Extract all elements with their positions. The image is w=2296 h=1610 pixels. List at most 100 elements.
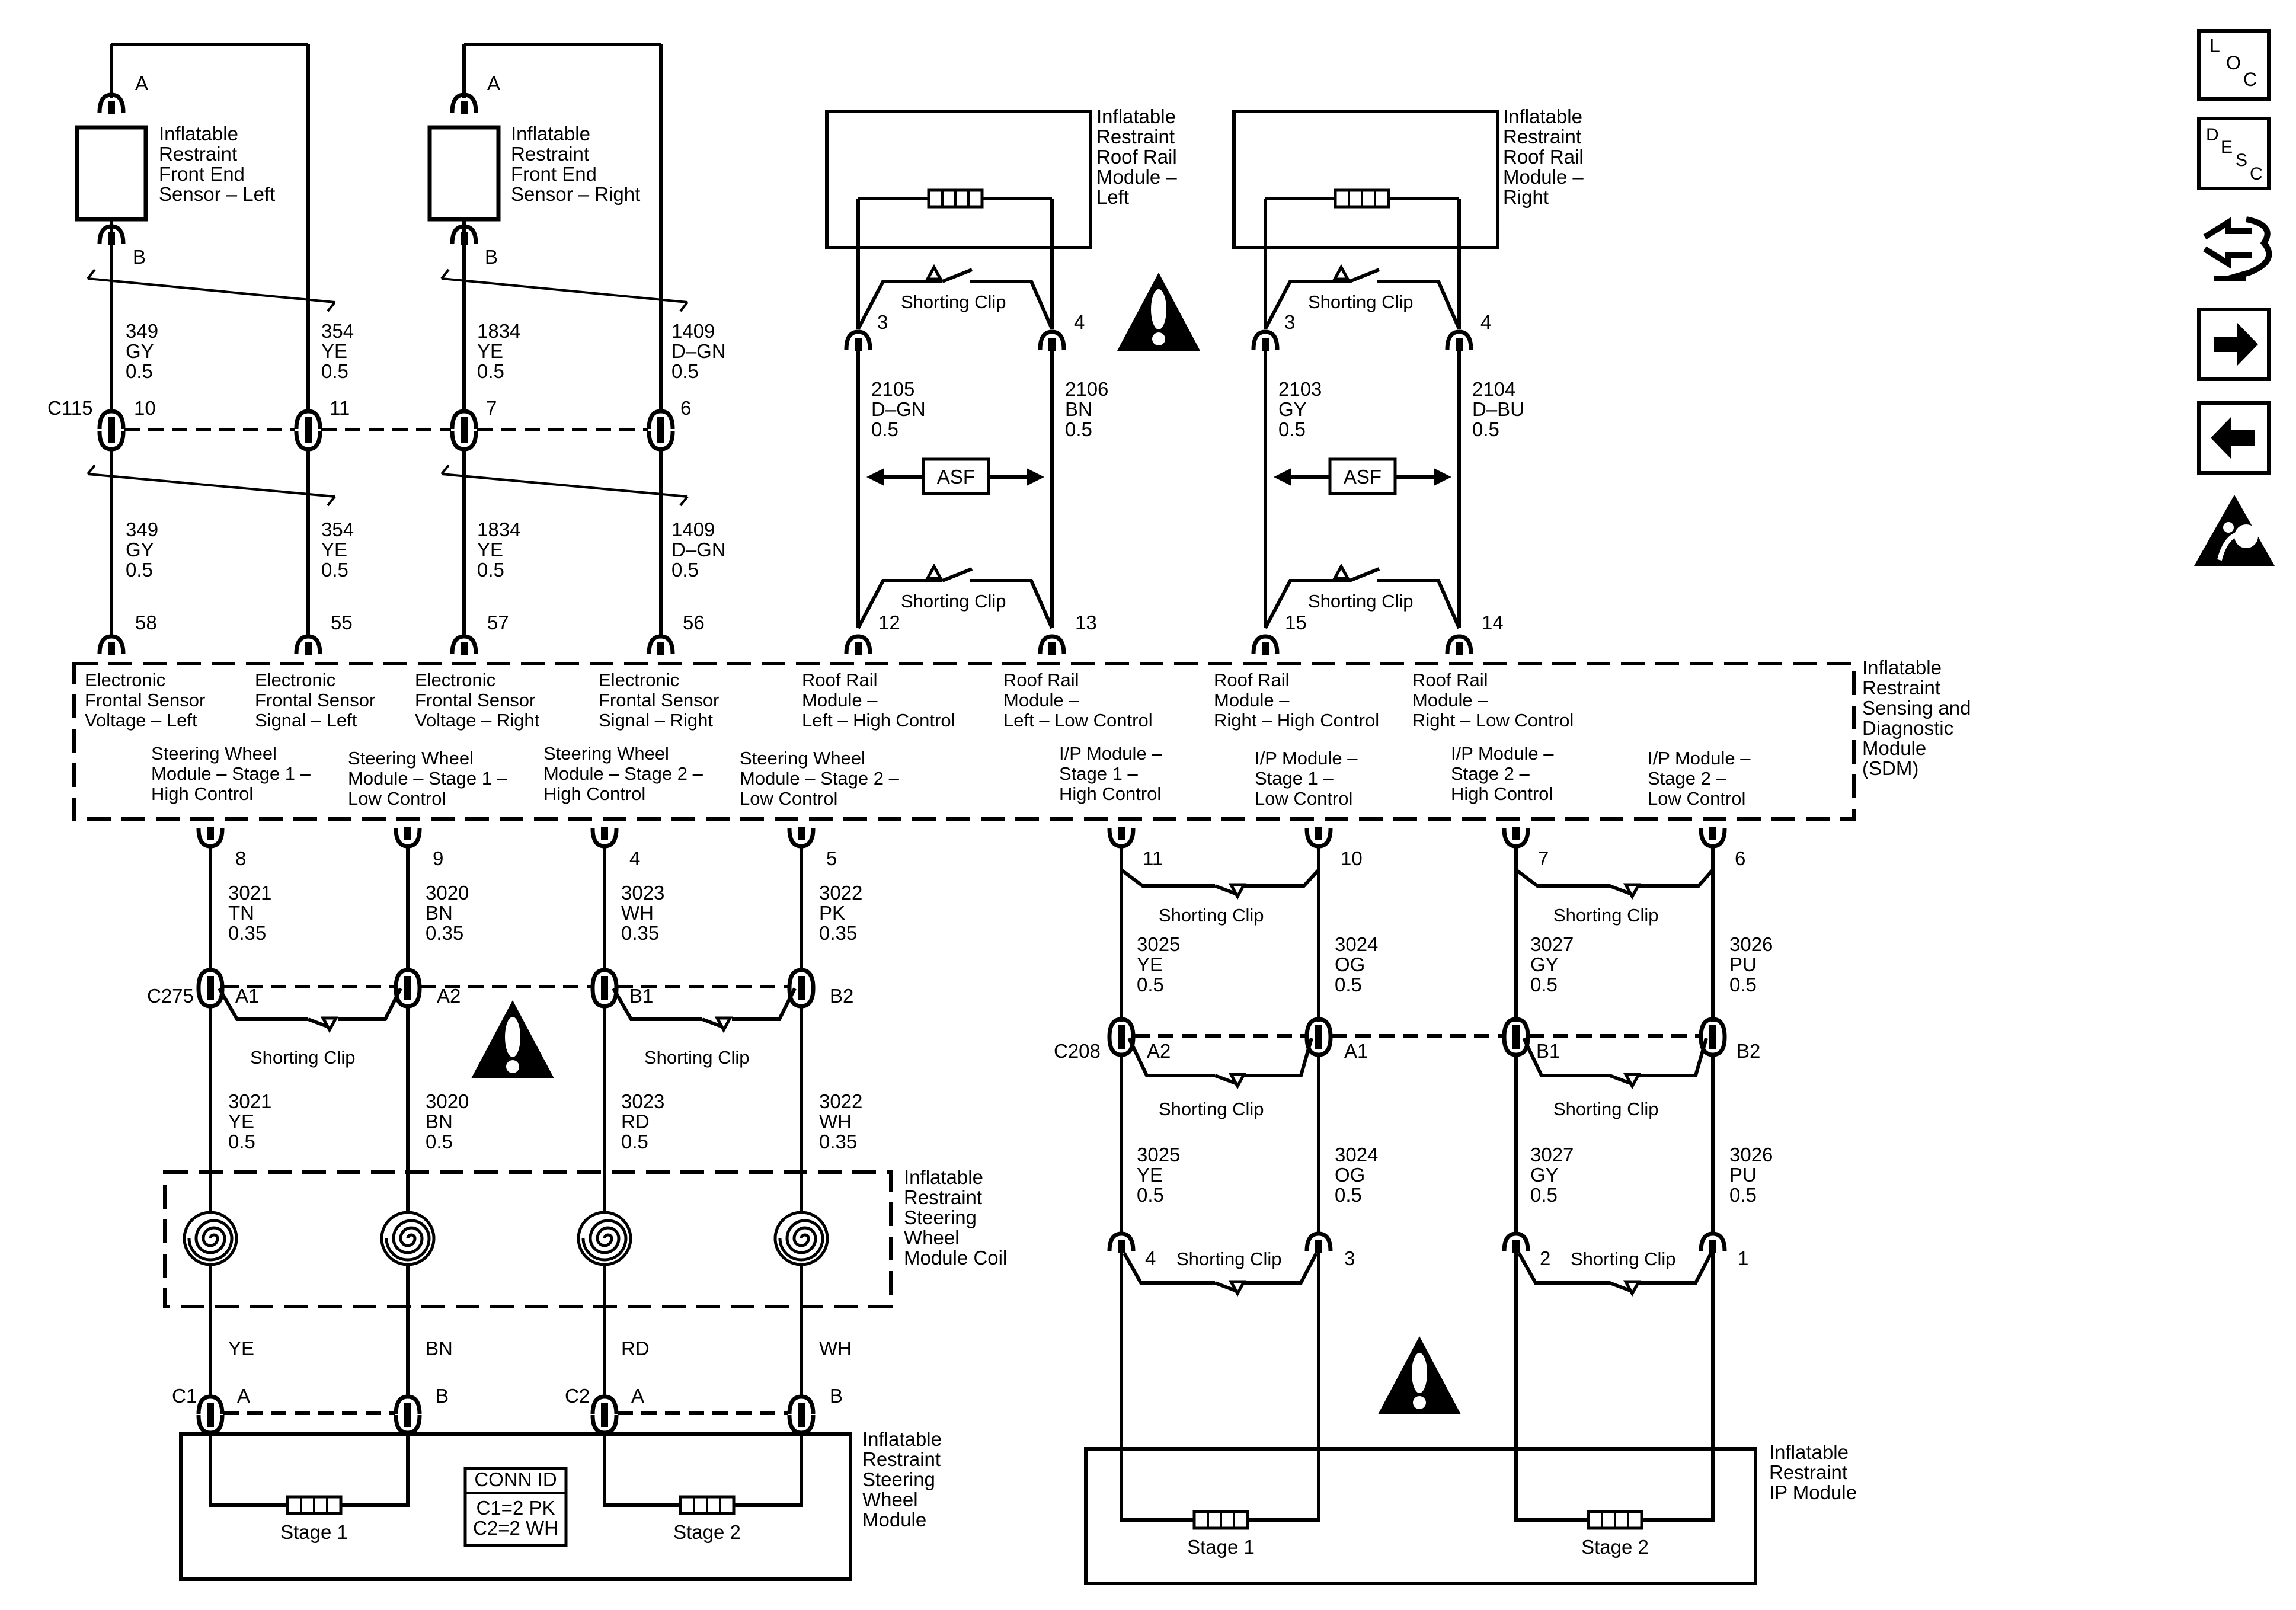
sdm-pin-57: 57 (487, 612, 509, 633)
ip-module-label-3: IP Module (1769, 1481, 1857, 1503)
wire-3022-size: 0.35 (819, 922, 857, 944)
wire-2104-circuit: 2104 (1472, 378, 1515, 400)
sdm-pin-5: 5 (826, 847, 837, 869)
roof-rail-right-pin-4: 4 (1480, 311, 1491, 333)
coil-label-4: Wheel (904, 1227, 960, 1249)
sdm-func-14-l1: I/P Module – (1255, 748, 1358, 769)
coil-wire-ye: YE (228, 1337, 254, 1359)
wire-3022-circuit: 3022 (819, 882, 862, 904)
sdm-pin-7: 7 (1538, 847, 1549, 869)
previous-arrow-icon[interactable] (2197, 401, 2271, 475)
c115-pin-7: 7 (486, 397, 497, 419)
sdm-pin-6: 6 (1735, 847, 1745, 869)
wire-349-lower-color: GY (126, 539, 154, 561)
roof-rail-left-label-2: Restraint (1096, 126, 1175, 148)
wire-1834-circuit: 1834 (477, 320, 520, 342)
wire-3026-size: 0.5 (1729, 974, 1757, 996)
wire-354-lower-circuit: 354 (321, 518, 354, 540)
next-arrow-icon[interactable] (2197, 308, 2271, 381)
sdm-pin-12: 12 (878, 612, 900, 633)
wire-3024-size: 0.5 (1335, 974, 1362, 996)
wire-3021-size: 0.35 (228, 922, 266, 944)
steering-wheel-module-coil: Inflatable Restraint Steering Wheel Modu… (163, 1166, 1007, 1308)
loc-icon[interactable]: L O C (2197, 29, 2271, 101)
sdm-label-3: Sensing and (1862, 697, 1971, 719)
wire-1834-lower-size: 0.5 (477, 559, 504, 581)
wire-3023-lower-color: RD (621, 1110, 650, 1132)
sdm-label-1: Inflatable (1862, 657, 1942, 678)
sdm-label-6: (SDM) (1862, 757, 1918, 779)
sdm-func-12-l2: Module – Stage 2 – (740, 768, 900, 789)
sdm-func-7-l2: Module – (1214, 690, 1290, 710)
sdm-pin-11: 11 (1143, 847, 1163, 869)
wire-3025-circuit: 3025 (1137, 933, 1180, 955)
c1-pin-b: B (436, 1385, 449, 1407)
schematic-connector-icon[interactable] (2203, 216, 2272, 281)
wire-3027-size: 0.5 (1530, 974, 1558, 996)
sensor-right-label-3: Front End (511, 163, 597, 185)
coil-wire-rd: RD (621, 1337, 650, 1359)
sdm-func-15-l2: Stage 2 – (1451, 763, 1530, 784)
wire-354-size: 0.5 (321, 360, 348, 382)
wire-3027-circuit: 3027 (1530, 933, 1574, 955)
sdm-func-5-l1: Roof Rail (802, 670, 878, 690)
desc-icon[interactable]: D E S C (2197, 117, 2271, 190)
wire-1409-color: D–GN (671, 340, 726, 362)
ip-module-clip-2-label: Shorting Clip (1571, 1249, 1675, 1269)
wire-3023-lower-size: 0.5 (621, 1131, 648, 1153)
roof-rail-right-clip-top: Shorting Clip (1308, 292, 1413, 312)
wire-2105-color: D–GN (871, 398, 926, 420)
wire-3023-circuit: 3023 (621, 882, 664, 904)
airbag-warning-icon[interactable] (2194, 495, 2275, 566)
wire-3021-circuit: 3021 (228, 882, 271, 904)
c208-clip-b: Shorting Clip (1553, 1099, 1658, 1119)
sdm-func-1-l1: Electronic (85, 670, 165, 690)
coil-label-1: Inflatable (904, 1166, 983, 1188)
wire-349-color: GY (126, 340, 154, 362)
sdm-func-11-l3: High Control (543, 783, 645, 804)
warning-icon-ip (1378, 1336, 1461, 1414)
sdm-func-13-l3: High Control (1059, 783, 1161, 804)
wire-3025-lower-circuit: 3025 (1137, 1144, 1180, 1166)
c1-label: C1 (172, 1385, 197, 1407)
wire-3021-lower-circuit: 3021 (228, 1090, 271, 1112)
roof-rail-left-pin-3: 3 (877, 311, 888, 333)
front-end-sensor-right: A B Inflatable Restraint Front End Senso… (427, 43, 663, 412)
wire-2105-size: 0.5 (871, 418, 898, 440)
wire-3025-size: 0.5 (1137, 974, 1164, 996)
conn-id-title: CONN ID (474, 1468, 557, 1490)
steering-module-connectors: YE BN RD WH C1 A B C2 A B (172, 1337, 852, 1433)
sdm-func-4-l3: Signal – Right (599, 710, 713, 731)
sdm-pin-58: 58 (135, 612, 157, 633)
c208-clip-a: Shorting Clip (1159, 1099, 1264, 1119)
wire-3023-color: WH (621, 902, 654, 924)
wire-2103-circuit: 2103 (1278, 378, 1322, 400)
desc-letter-s: S (2236, 151, 2247, 170)
sdm-func-6-l2: Module – (1003, 690, 1079, 710)
sdm-func-5-l3: Left – High Control (802, 710, 955, 731)
sensor-left-pin-a: A (135, 72, 148, 94)
wire-2104-color: D–BU (1472, 398, 1524, 420)
sdm-func-1-l3: Voltage – Left (85, 710, 197, 731)
wire-1834-lower-circuit: 1834 (477, 518, 520, 540)
wire-3022-lower-color: WH (819, 1110, 852, 1132)
conn-id-line-1: C1=2 PK (477, 1497, 555, 1519)
wire-3020-lower-size: 0.5 (426, 1131, 453, 1153)
c115-lower-wire-labels: 349 GY 0.5 354 YE 0.5 1834 YE 0.5 1409 D… (126, 518, 726, 581)
c115-upper-wire-labels: 349 GY 0.5 354 YE 0.5 1834 YE 0.5 1409 D… (126, 320, 726, 382)
sdm-func-12-l1: Steering Wheel (740, 748, 865, 769)
roof-rail-module-left: Inflatable Restraint Roof Rail Module – … (825, 105, 1177, 655)
wire-1409-lower-circuit: 1409 (671, 518, 715, 540)
sdm-func-8-l3: Right – Low Control (1412, 710, 1574, 731)
sdm-label-4: Diagnostic (1862, 717, 1953, 739)
wire-354-circuit: 354 (321, 320, 354, 342)
sdm-pin-4: 4 (629, 847, 640, 869)
c2-pin-a: A (631, 1385, 644, 1407)
wire-3024-lower-circuit: 3024 (1335, 1144, 1378, 1166)
sdm-pin-10: 10 (1341, 847, 1363, 869)
sdm-func-3-l2: Frontal Sensor (415, 690, 535, 710)
wire-354-lower-size: 0.5 (321, 559, 348, 581)
wire-3026-lower-color: PU (1729, 1164, 1757, 1186)
wire-1834-size: 0.5 (477, 360, 504, 382)
